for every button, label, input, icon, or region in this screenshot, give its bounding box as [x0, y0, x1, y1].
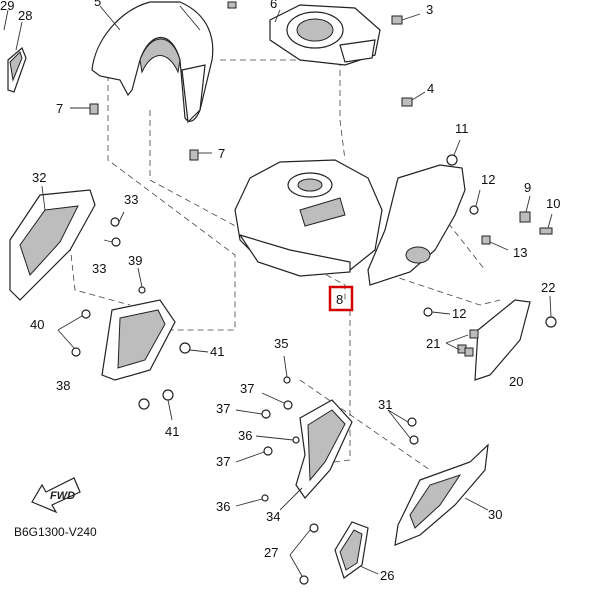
part-right-side-cover	[367, 139, 553, 317]
callout-3: 3	[426, 2, 433, 17]
callout-labels: 29 28 5 6 3 4 7 7 11 12 9 10 13 22 12 32…	[0, 0, 560, 583]
callout-12b: 12	[452, 306, 466, 321]
callout-27: 27	[264, 545, 278, 560]
callout-10: 10	[546, 196, 560, 211]
part-32-left-panel	[9, 185, 96, 301]
part-33-bolts	[103, 211, 125, 247]
callout-20: 20	[509, 374, 523, 389]
callout-37b: 37	[216, 401, 230, 416]
callout-21: 21	[426, 336, 440, 351]
part-26-reflector	[289, 521, 379, 585]
callout-9: 9	[524, 180, 531, 195]
fwd-label: FWD	[50, 490, 75, 502]
callout-13: 13	[513, 245, 527, 260]
part-5-front-cover	[91, 1, 214, 124]
callout-29: 29	[0, 0, 14, 13]
callout-36a: 36	[238, 428, 252, 443]
fwd-arrow: FWD	[31, 477, 81, 514]
callout-36b: 36	[216, 499, 230, 514]
callout-31: 31	[378, 397, 392, 412]
callout-22: 22	[541, 280, 555, 295]
callout-28: 28	[18, 8, 32, 23]
callout-33b: 33	[92, 261, 106, 276]
callout-41a: 41	[210, 344, 224, 359]
callout-33a: 33	[124, 192, 138, 207]
callout-39: 39	[128, 253, 142, 268]
callout-8: 8	[336, 292, 343, 307]
part-28-bracket	[3, 9, 27, 93]
callout-37a: 37	[240, 381, 254, 396]
callout-35: 35	[274, 336, 288, 351]
callout-12a: 12	[481, 172, 495, 187]
callout-34: 34	[266, 509, 280, 524]
part-top-tank-cover	[227, 1, 426, 107]
callout-26: 26	[380, 568, 394, 583]
callout-40: 40	[30, 317, 44, 332]
part-20-bracket	[445, 295, 557, 381]
part-34-center-cover	[235, 355, 353, 511]
highlighted-part-8[interactable]: 8	[328, 285, 354, 312]
part-8-fuel-tank	[234, 159, 383, 277]
part-7-clips	[70, 103, 212, 161]
callout-41b: 41	[165, 424, 179, 439]
callout-30: 30	[488, 507, 502, 522]
callout-4: 4	[427, 81, 434, 96]
part-30-right-cover	[387, 409, 489, 546]
callout-7a: 7	[56, 101, 63, 116]
callout-32: 32	[32, 170, 46, 185]
callout-7b: 7	[218, 146, 225, 161]
callout-37c: 37	[216, 454, 230, 469]
drawing-code: B6G1300-V240	[14, 525, 97, 539]
callout-5: 5	[94, 0, 101, 9]
callout-11: 11	[455, 121, 469, 136]
part-38-lower-cover	[57, 267, 209, 421]
callout-6: 6	[270, 0, 277, 11]
callout-38: 38	[56, 378, 70, 393]
